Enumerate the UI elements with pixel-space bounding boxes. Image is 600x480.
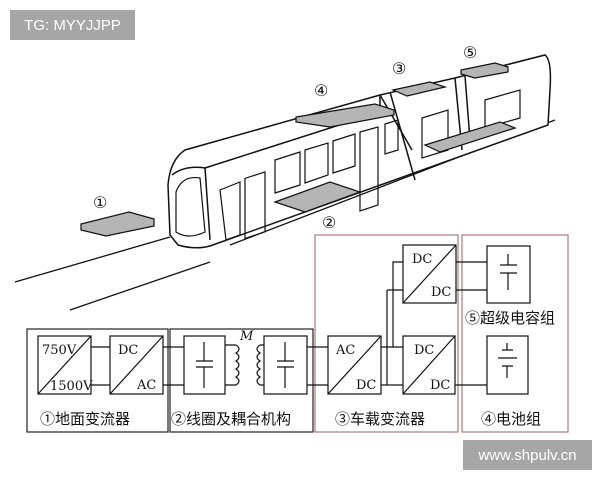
input-1500v: 1500V [50,379,93,394]
label-battery: ④电池组 [481,410,541,428]
train-number-labels: ① ② ③ ④ ⑤ [93,43,477,232]
dcdc-bottom-out: DC [430,378,450,393]
dcac-bottom: AC [136,378,156,393]
mutual-inductance: M [239,329,254,344]
blocks [37,244,531,395]
label-supercapacitor: ⑤超级电容组 [465,309,555,327]
label-coupling: ②线圈及耦合机构 [171,410,291,428]
rear-pad [423,121,517,153]
label-ground-converter: ①地面变流器 [40,410,130,428]
converter-pad [391,81,448,97]
acdc-bottom: DC [356,378,376,393]
receiver-pad [273,181,362,213]
label-onboard-converter: ③车载变流器 [335,410,425,428]
group-ground-converter [26,328,169,433]
group-storage [461,234,569,433]
group-coupling [169,328,314,433]
label-3: ③ [392,59,406,78]
input-750v: 750V [42,343,77,358]
watermark-bottom: www.shpulv.cn [463,440,592,470]
charging-pads [80,62,517,237]
dcdc-top-out: DC [431,285,451,300]
acdc-top: AC [335,343,355,358]
battery-pad [295,103,395,128]
group-labels: ①地面变流器 ②线圈及耦合机构 ③车载变流器 ④电池组 ⑤超级电容组 [40,309,555,428]
watermark-top: TG: MYYJJPP [10,10,135,40]
dcac-top: DC [118,343,138,358]
supercap-pad [460,62,509,79]
dcdc-top-in: DC [412,252,432,267]
label-5: ⑤ [463,43,477,62]
ground-pad [80,211,155,237]
label-4: ④ [314,81,328,100]
group-onboard-converter [314,234,459,433]
dcdc-bottom-in: DC [414,343,434,358]
label-2: ② [322,213,336,232]
tram-illustration [167,54,552,249]
label-1: ① [93,193,107,212]
block-labels: 750V 1500V DC AC M AC DC DC DC DC DC [42,252,451,394]
